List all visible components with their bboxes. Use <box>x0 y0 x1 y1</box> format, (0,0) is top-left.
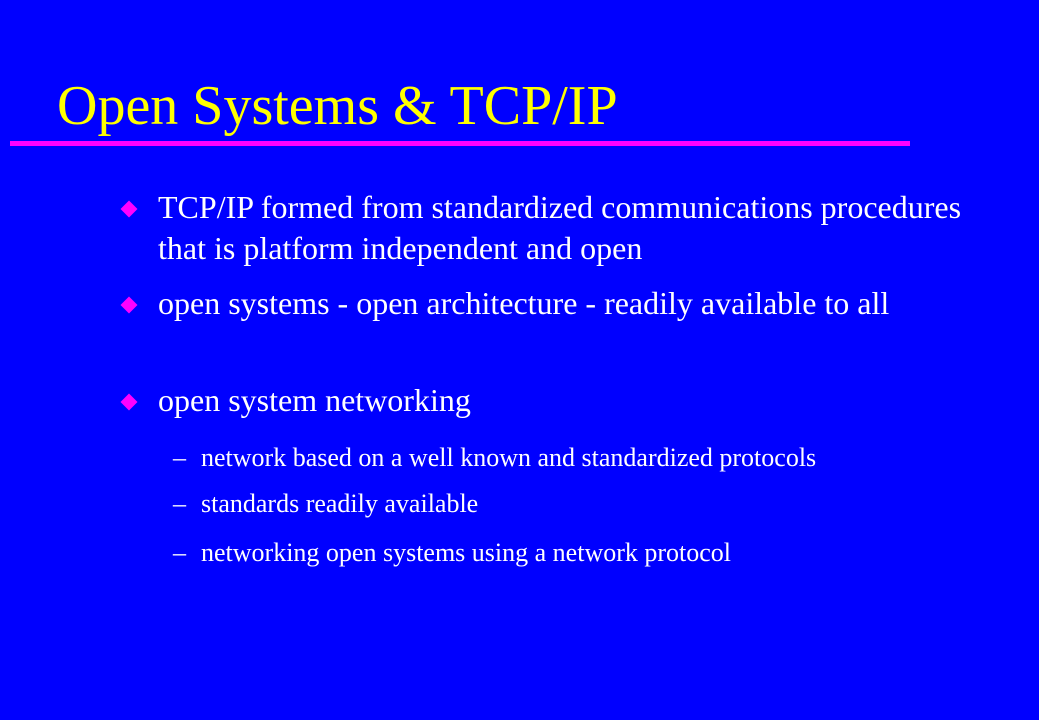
sub-bullet-text-protocols: network based on a well known and standa… <box>201 443 817 472</box>
sub-bullet-text-network-protocol: networking open systems using a network … <box>201 538 732 567</box>
dash-marker: – <box>173 443 186 472</box>
sub-bullet-text-standards: standards readily available <box>201 489 479 518</box>
diamond-bullet-icon <box>120 296 138 314</box>
bullet-text-tcpip: TCP/IP formed from standardized communic… <box>158 189 962 266</box>
title-underline <box>10 141 910 146</box>
dash-marker: – <box>173 538 186 567</box>
diamond-bullet-icon <box>120 200 138 218</box>
bullet-text-networking: open system networking <box>158 382 471 418</box>
slide-title: Open Systems & TCP/IP <box>57 75 618 137</box>
diamond-bullet-icon <box>120 393 138 411</box>
dash-marker: – <box>173 489 186 518</box>
bullet-text-open-systems: open systems - open architecture - readi… <box>158 285 890 321</box>
